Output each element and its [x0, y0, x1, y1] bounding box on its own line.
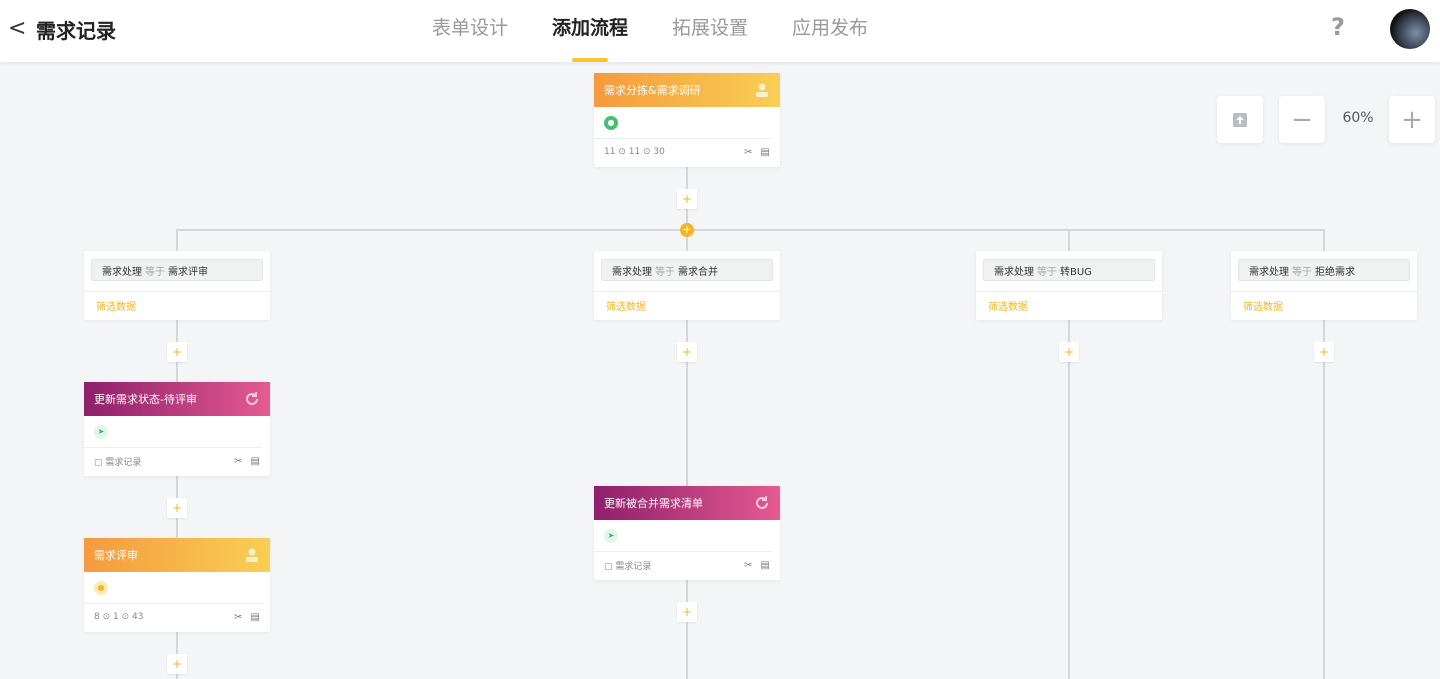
filter-data-link[interactable]: 筛选数据	[1243, 302, 1283, 313]
node-title: 需求评审	[94, 549, 138, 562]
tab-extend-settings[interactable]: 拓展设置	[672, 17, 749, 39]
node-stats: 11 ⊙ 11 ⊙ 30	[604, 147, 665, 157]
filter-data-link[interactable]: 筛选数据	[988, 302, 1028, 313]
user-icon	[246, 548, 258, 562]
filter-data-link[interactable]: 筛选数据	[96, 302, 136, 313]
node-body: ●	[84, 572, 262, 604]
cut-icon[interactable]: ✂	[744, 146, 753, 158]
add-node-button[interactable]: +	[677, 189, 697, 209]
node-header: 需求评审	[84, 538, 270, 572]
condition-operator: 等于	[1037, 266, 1057, 278]
node-body: ●	[594, 107, 772, 139]
condition-value: 需求合并	[678, 266, 718, 278]
export-button[interactable]	[1217, 96, 1263, 143]
refresh-icon	[246, 392, 258, 405]
condition-node-merge[interactable]: 需求处理 等于 需求合并 筛选数据	[594, 251, 780, 320]
avatar[interactable]	[1390, 9, 1430, 49]
condition-field: 需求处理	[994, 266, 1034, 278]
node-header: 需求分拣&需求调研	[594, 73, 780, 107]
connector	[176, 229, 178, 251]
node-title: 更新被合并需求清单	[604, 497, 703, 510]
condition-node-reject[interactable]: 需求处理 等于 拒绝需求 筛选数据	[1231, 251, 1417, 320]
node-title: 更新需求状态-待评审	[94, 393, 197, 406]
condition-node-bug[interactable]: 需求处理 等于 转BUG 筛选数据	[976, 251, 1162, 320]
node-body: ➤	[84, 416, 262, 448]
update-data-node-status[interactable]: 更新需求状态-待评审 ➤ ▢ 需求记录 ✂ ▤	[84, 382, 270, 476]
top-bar: < 需求记录 表单设计 添加流程 拓展设置 应用发布 ?	[0, 0, 1440, 62]
tab-app-publish[interactable]: 应用发布	[792, 17, 869, 39]
add-node-button[interactable]: +	[677, 602, 697, 622]
node-header: 更新需求状态-待评审	[84, 382, 270, 416]
chevron-left-icon[interactable]: <	[8, 16, 27, 41]
upload-icon	[1233, 112, 1247, 127]
cut-icon[interactable]: ✂	[234, 611, 243, 623]
condition-value: 拒绝需求	[1315, 266, 1355, 278]
tab-bar: 表单设计 添加流程 拓展设置 应用发布	[432, 0, 868, 62]
connector	[686, 229, 688, 679]
copy-icon[interactable]: ▤	[760, 559, 770, 571]
user-icon	[756, 83, 768, 97]
condition-rule: 需求处理 等于 需求评审	[91, 259, 263, 281]
copy-icon[interactable]: ▤	[250, 611, 260, 623]
add-node-button[interactable]: +	[167, 654, 187, 674]
node-target: ▢ 需求记录	[94, 457, 142, 468]
add-node-button[interactable]: +	[167, 498, 187, 518]
condition-rule: 需求处理 等于 拒绝需求	[1238, 259, 1410, 281]
connector	[1323, 229, 1325, 679]
condition-value: 需求评审	[168, 266, 208, 278]
node-footer: ▢ 需求记录 ✂ ▤	[594, 552, 780, 578]
add-node-button[interactable]: +	[1059, 342, 1079, 362]
cut-icon[interactable]: ✂	[744, 559, 753, 571]
condition-field: 需求处理	[1249, 266, 1289, 278]
node-target: ▢ 需求记录	[604, 561, 652, 572]
node-title: 需求分拣&需求调研	[604, 84, 701, 97]
page-title: 需求记录	[36, 19, 116, 43]
copy-icon[interactable]: ▤	[250, 455, 260, 467]
cut-icon[interactable]: ✂	[234, 455, 243, 467]
filter-data-link[interactable]: 筛选数据	[606, 302, 646, 313]
condition-operator: 等于	[1292, 266, 1312, 278]
node-footer: 8 ⊙ 1 ⊙ 43 ✂ ▤	[84, 604, 270, 630]
add-node-button[interactable]: +	[677, 342, 697, 362]
condition-operator: 等于	[145, 266, 165, 278]
add-node-button[interactable]: +	[167, 342, 187, 362]
node-header: 更新被合并需求清单	[594, 486, 780, 520]
condition-rule: 需求处理 等于 转BUG	[983, 259, 1155, 281]
copy-icon[interactable]: ▤	[760, 146, 770, 158]
node-footer: 11 ⊙ 11 ⊙ 30 ✂ ▤	[594, 139, 780, 165]
refresh-icon	[756, 496, 768, 509]
condition-node-review[interactable]: 需求处理 等于 需求评审 筛选数据	[84, 251, 270, 320]
update-data-node-merge[interactable]: 更新被合并需求清单 ➤ ▢ 需求记录 ✂ ▤	[594, 486, 780, 580]
condition-rule: 需求处理 等于 需求合并	[601, 259, 773, 281]
condition-operator: 等于	[655, 266, 675, 278]
zoom-level: 60%	[1342, 110, 1374, 126]
add-branch-button[interactable]: +	[680, 223, 694, 237]
wechat-icon: ●	[604, 115, 618, 130]
connector	[176, 229, 1325, 231]
zoom-out-button[interactable]: −	[1279, 96, 1325, 143]
tab-add-process[interactable]: 添加流程	[552, 0, 628, 62]
node-footer: ▢ 需求记录 ✂ ▤	[84, 448, 270, 474]
send-icon: ➤	[604, 528, 618, 543]
condition-field: 需求处理	[102, 266, 142, 278]
condition-value: 转BUG	[1060, 266, 1092, 278]
node-body: ➤	[594, 520, 772, 552]
zoom-in-button[interactable]: +	[1389, 96, 1435, 143]
user-badge-icon: ●	[94, 580, 108, 595]
approval-node-review[interactable]: 需求评审 ● 8 ⊙ 1 ⊙ 43 ✂ ▤	[84, 538, 270, 632]
add-node-button[interactable]: +	[1314, 342, 1334, 362]
tab-form-design[interactable]: 表单设计	[432, 17, 509, 39]
condition-field: 需求处理	[612, 266, 652, 278]
send-icon: ➤	[94, 424, 108, 439]
connector	[1068, 229, 1070, 679]
node-stats: 8 ⊙ 1 ⊙ 43	[94, 612, 144, 622]
help-icon[interactable]: ?	[1331, 13, 1345, 41]
approval-node-top[interactable]: 需求分拣&需求调研 ● 11 ⊙ 11 ⊙ 30 ✂ ▤	[594, 73, 780, 167]
